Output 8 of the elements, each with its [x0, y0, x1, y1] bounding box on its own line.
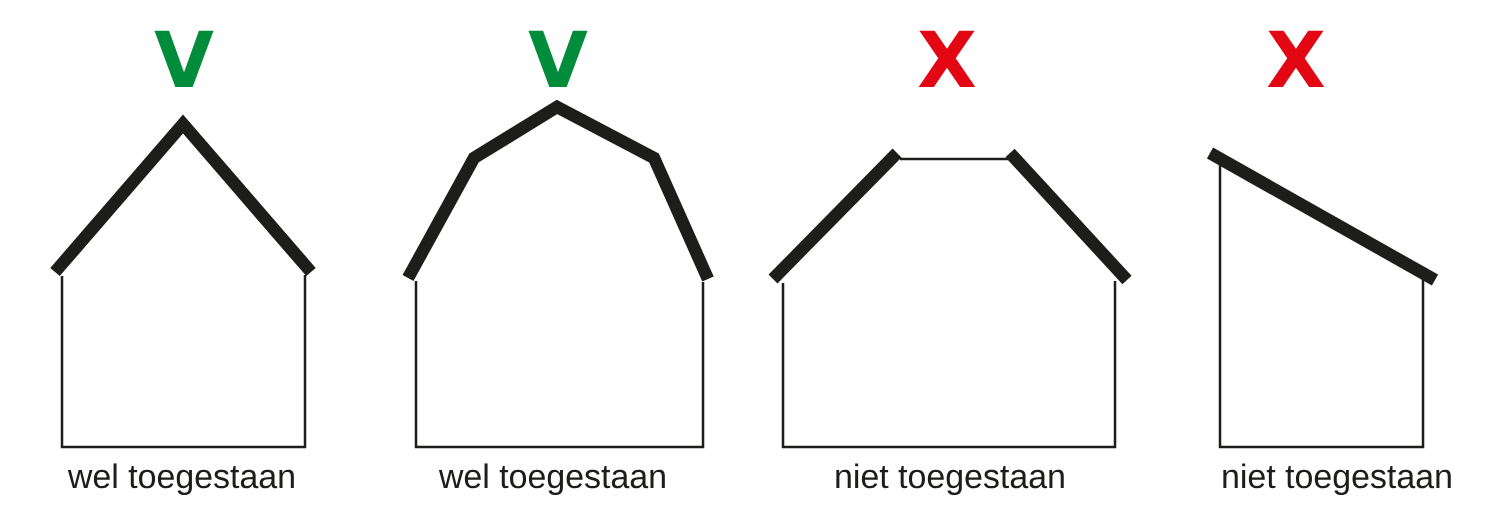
house-label: niet toegestaan: [836, 463, 1064, 496]
house-label: niet toegestaan: [1223, 463, 1451, 496]
cross-mark: X: [1267, 30, 1325, 87]
cross-mark: X: [918, 30, 976, 87]
check-mark: V: [154, 30, 214, 87]
check-mark: V: [528, 30, 588, 87]
house-label: wel toegestaan: [438, 463, 665, 496]
house-label: wel toegestaan: [67, 463, 294, 496]
